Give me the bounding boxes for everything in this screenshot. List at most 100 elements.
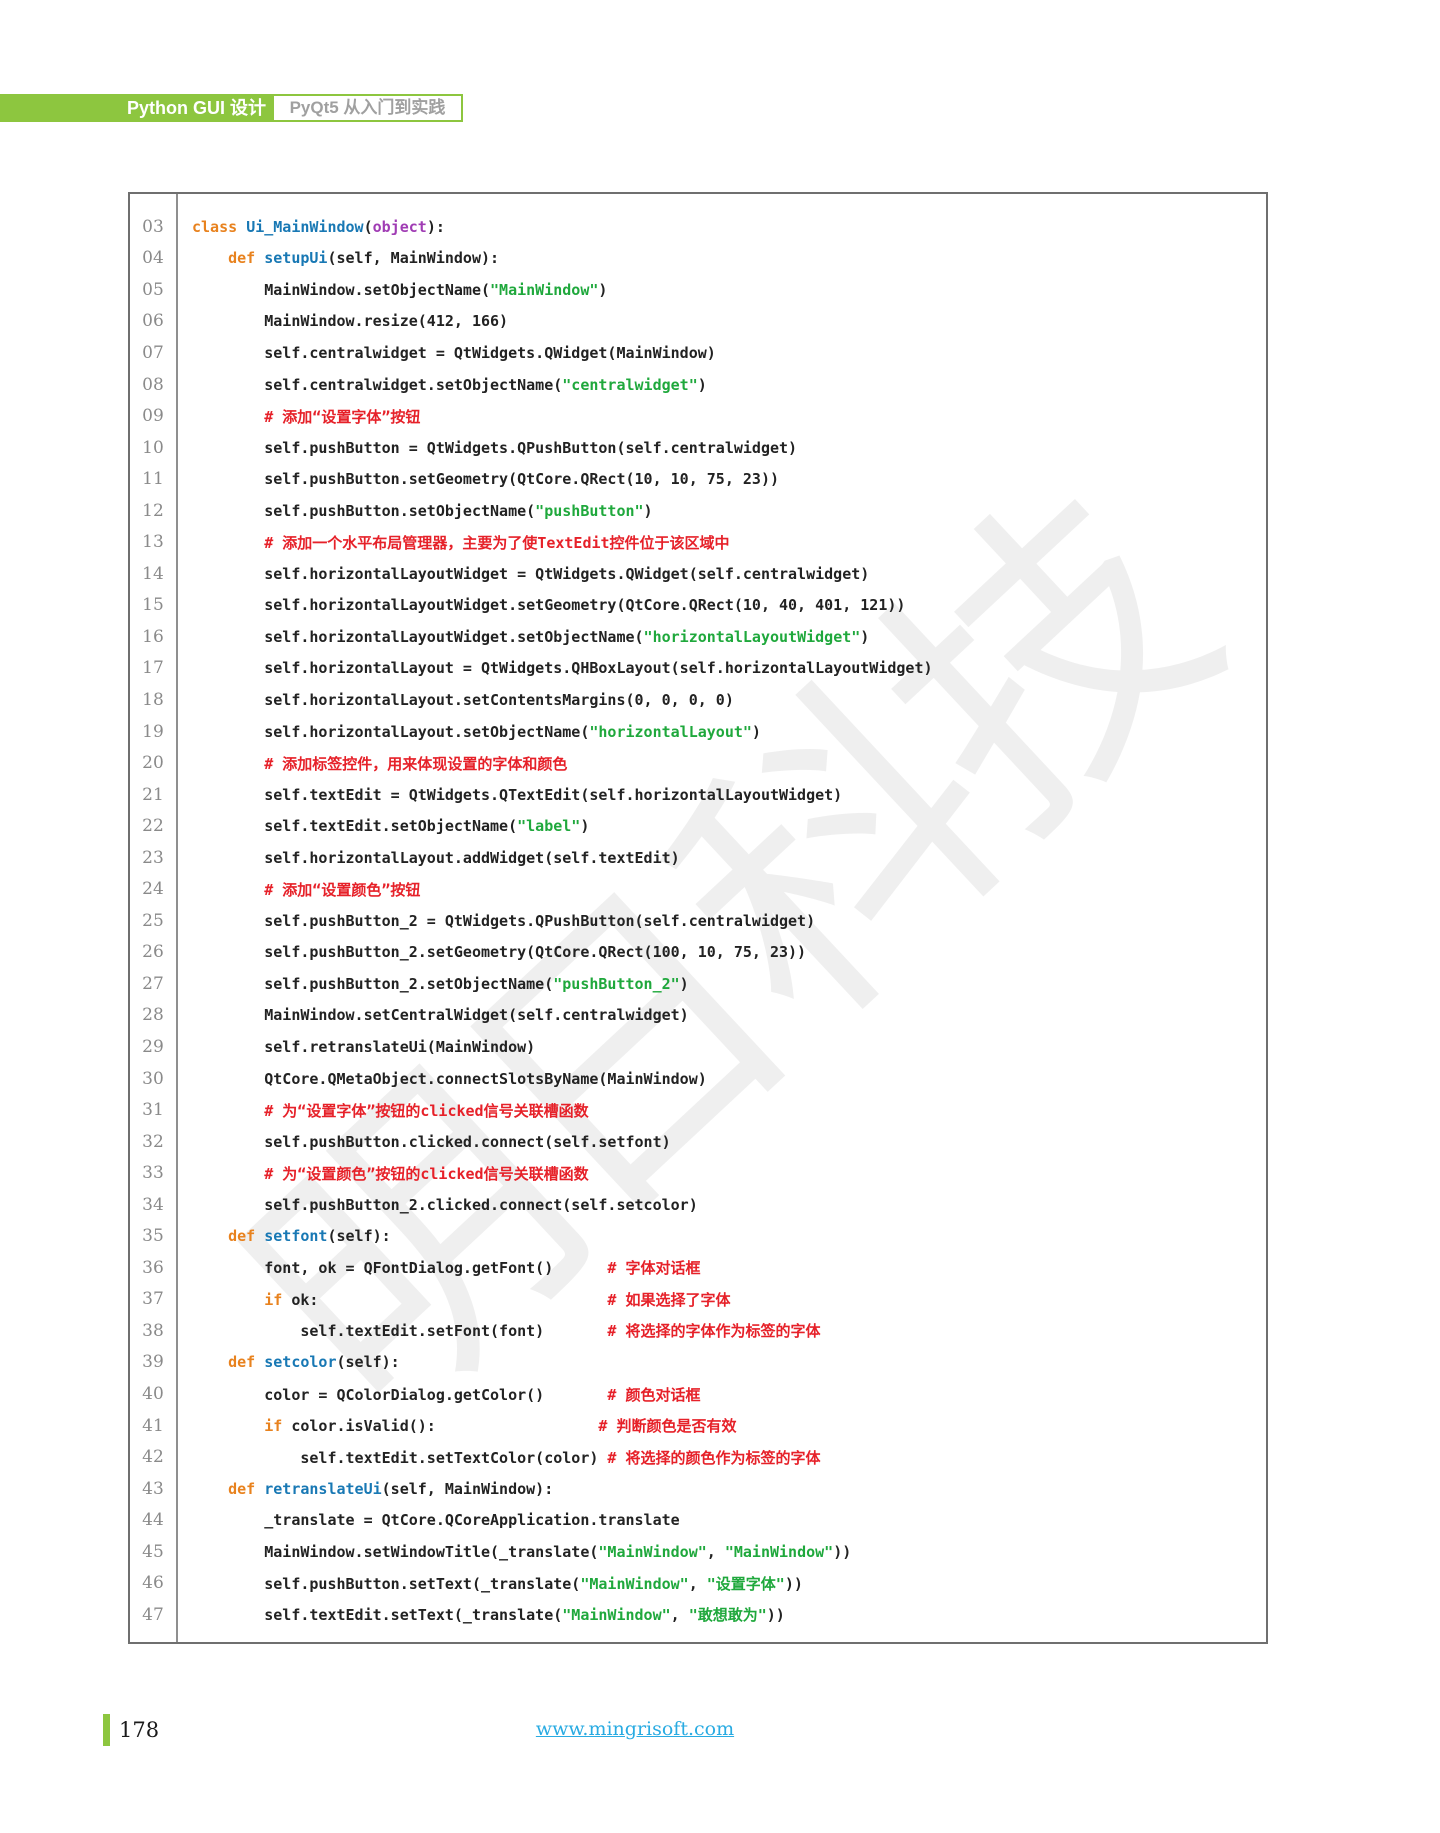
code-text: MainWindow.resize(412, 166) <box>192 312 509 331</box>
code-text: MainWindow.setWindowTitle(_translate("Ma… <box>192 1542 852 1561</box>
code-text: self.pushButton_2 = QtWidgets.QPushButto… <box>192 911 816 930</box>
line-number: 27 <box>142 973 164 994</box>
line-number: 21 <box>142 784 164 805</box>
page-number: 178 <box>119 1718 160 1742</box>
line-number: 31 <box>142 1100 164 1121</box>
code-line: 13 # 添加一个水平布局管理器，主要为了使TextEdit控件位于该区域中 <box>130 526 1266 558</box>
page-header: Python GUI 设计 PyQt5 从入门到实践 <box>0 94 463 122</box>
line-number: 41 <box>142 1415 164 1436</box>
code-text: self.pushButton = QtWidgets.QPushButton(… <box>192 438 798 457</box>
code-line: 12 self.pushButton.setObjectName("pushBu… <box>130 495 1266 527</box>
code-line: 29 self.retranslateUi(MainWindow) <box>130 1031 1266 1063</box>
code-text: self.horizontalLayout.setObjectName("hor… <box>192 722 761 741</box>
code-line: 21 self.textEdit = QtWidgets.QTextEdit(s… <box>130 779 1266 811</box>
code-line: 41 if color.isValid(): # 判断颜色是否有效 <box>130 1410 1266 1442</box>
book-title-box: PyQt5 从入门到实践 <box>272 94 463 122</box>
line-number: 10 <box>142 437 164 458</box>
code-line: 38 self.textEdit.setFont(font) # 将选择的字体作… <box>130 1315 1266 1347</box>
line-number: 44 <box>142 1510 164 1531</box>
gutter-separator <box>176 194 178 1642</box>
code-line: 39 def setcolor(self): <box>130 1347 1266 1379</box>
code-line: 20 # 添加标签控件，用来体现设置的字体和颜色 <box>130 747 1266 779</box>
code-text: MainWindow.setObjectName("MainWindow") <box>192 280 608 299</box>
line-number: 23 <box>142 847 164 868</box>
code-text: # 添加“设置字体”按钮 <box>264 407 421 426</box>
code-text: self.pushButton.setText(_translate("Main… <box>192 1574 803 1593</box>
code-text: def setfont(self): <box>228 1227 391 1246</box>
line-number: 34 <box>142 1194 164 1215</box>
website-link[interactable]: www.mingrisoft.com <box>535 1718 735 1740</box>
line-number: 04 <box>142 248 164 269</box>
code-text: if ok: # 如果选择了字体 <box>264 1290 731 1309</box>
code-text: font, ok = QFontDialog.getFont() # 字体对话框 <box>192 1259 701 1278</box>
code-line: 33 # 为“设置颜色”按钮的clicked信号关联槽函数 <box>130 1157 1266 1189</box>
code-line: 23 self.horizontalLayout.addWidget(self.… <box>130 842 1266 874</box>
line-number: 05 <box>142 279 164 300</box>
line-number: 39 <box>142 1352 164 1373</box>
code-text: self.pushButton_2.setObjectName("pushBut… <box>192 974 689 993</box>
code-text: color = QColorDialog.getColor() # 颜色对话框 <box>192 1385 701 1404</box>
line-number: 18 <box>142 689 164 710</box>
code-text: # 为“设置字体”按钮的clicked信号关联槽函数 <box>264 1101 589 1120</box>
code-line: 08 self.centralwidget.setObjectName("cen… <box>130 369 1266 401</box>
code-text: self.horizontalLayoutWidget = QtWidgets.… <box>192 564 870 583</box>
line-number: 13 <box>142 532 164 553</box>
line-number: 12 <box>142 500 164 521</box>
line-number: 47 <box>142 1604 164 1625</box>
series-title: Python GUI 设计 <box>127 98 266 118</box>
code-line: 27 self.pushButton_2.setObjectName("push… <box>130 968 1266 1000</box>
line-number: 19 <box>142 721 164 742</box>
code-text: # 添加标签控件，用来体现设置的字体和颜色 <box>264 754 568 773</box>
code-line: 09 # 添加“设置字体”按钮 <box>130 400 1266 432</box>
line-number: 17 <box>142 658 164 679</box>
code-text: self.centralwidget.setObjectName("centra… <box>192 375 707 394</box>
line-number: 06 <box>142 311 164 332</box>
code-listing: 03 class Ui_MainWindow(object): 04 def set… <box>128 192 1268 1644</box>
code-line: 31 # 为“设置字体”按钮的clicked信号关联槽函数 <box>130 1094 1266 1126</box>
code-text: MainWindow.setCentralWidget(self.central… <box>192 1006 689 1025</box>
line-number: 40 <box>142 1384 164 1404</box>
code-line: 22 self.textEdit.setObjectName("label") <box>130 810 1266 842</box>
line-number: 46 <box>142 1573 164 1594</box>
code-text: self.textEdit.setTextColor(color) # 将选择的… <box>192 1448 821 1467</box>
code-line: 04 def setupUi(self, MainWindow): <box>130 243 1266 275</box>
code-text: self.pushButton_2.setGeometry(QtCore.QRe… <box>192 943 807 962</box>
code-line: 46 self.pushButton.setText(_translate("M… <box>130 1568 1266 1600</box>
code-text: self.retranslateUi(MainWindow) <box>192 1037 536 1056</box>
code-line: 32 self.pushButton.clicked.connect(self.… <box>130 1126 1266 1158</box>
line-number: 42 <box>142 1447 164 1468</box>
line-number: 38 <box>142 1320 164 1341</box>
code-text: class Ui_MainWindow(object): <box>192 217 445 236</box>
code-text: def setcolor(self): <box>228 1353 400 1372</box>
book-title: PyQt5 从入门到实践 <box>289 98 446 117</box>
code-line: 07 self.centralwidget = QtWidgets.QWidge… <box>130 337 1266 369</box>
line-number: 03 <box>142 216 164 237</box>
code-text: self.horizontalLayoutWidget.setObjectNam… <box>192 627 870 646</box>
code-text: def setupUi(self, MainWindow): <box>228 249 500 268</box>
code-line: 17 self.horizontalLayout = QtWidgets.QHB… <box>130 653 1266 685</box>
code-line: 11 self.pushButton.setGeometry(QtCore.QR… <box>130 463 1266 495</box>
line-number: 35 <box>142 1226 164 1247</box>
line-number: 36 <box>142 1257 164 1278</box>
line-number: 29 <box>142 1036 164 1057</box>
code-text: self.horizontalLayoutWidget.setGeometry(… <box>192 596 906 615</box>
code-line: 24 # 添加“设置颜色”按钮 <box>130 873 1266 905</box>
code-line: 26 self.pushButton_2.setGeometry(QtCore.… <box>130 937 1266 969</box>
line-number: 30 <box>142 1068 164 1089</box>
code-lines: 03 class Ui_MainWindow(object): 04 def set… <box>130 211 1266 1631</box>
page-number-accent-bar <box>103 1714 110 1746</box>
code-text: self.horizontalLayout.addWidget(self.tex… <box>192 848 680 867</box>
line-number: 26 <box>142 942 164 963</box>
line-number: 37 <box>142 1289 164 1310</box>
line-number: 08 <box>142 374 164 395</box>
code-line: 36 font, ok = QFontDialog.getFont() # 字体… <box>130 1252 1266 1284</box>
code-line: 16 self.horizontalLayoutWidget.setObject… <box>130 621 1266 653</box>
code-line: 47 self.textEdit.setText(_translate("Mai… <box>130 1599 1266 1631</box>
code-text: self.pushButton.setGeometry(QtCore.QRect… <box>192 470 779 489</box>
code-text: self.pushButton.setObjectName("pushButto… <box>192 501 653 520</box>
code-line: 14 self.horizontalLayoutWidget = QtWidge… <box>130 558 1266 590</box>
line-number: 24 <box>142 879 164 900</box>
code-line: 37 if ok: # 如果选择了字体 <box>130 1284 1266 1316</box>
code-text: self.textEdit.setObjectName("label") <box>192 817 590 836</box>
